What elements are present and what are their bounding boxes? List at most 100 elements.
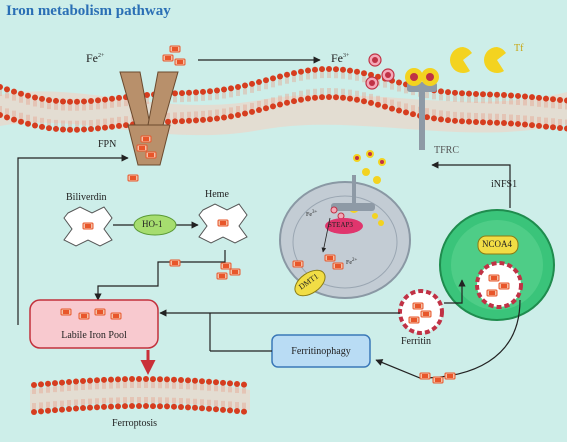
lipid-head	[304, 67, 312, 80]
infs1-label: iNFS1	[491, 179, 518, 190]
endosome	[279, 175, 411, 299]
steap3-protein	[325, 218, 363, 234]
iron-glyph	[432, 376, 444, 384]
fe2-label: Fe2+	[86, 51, 105, 65]
iron-glyph	[412, 302, 424, 310]
iron-glyph	[169, 45, 181, 53]
lipid-head	[248, 80, 256, 94]
ferritinophagy-label: Ferritinophagy	[291, 346, 351, 357]
fpn-transporter	[119, 71, 179, 166]
lipid-head	[444, 88, 452, 102]
iron-glyph	[220, 262, 232, 270]
heme-structure	[198, 203, 248, 244]
lipid-head	[269, 74, 277, 88]
iron-glyph	[127, 174, 139, 182]
lipid-head	[339, 88, 347, 102]
lipid-head	[311, 88, 319, 102]
lip-label: Labile Iron Pool	[61, 330, 127, 341]
fe3-label: Fe3+	[331, 51, 350, 65]
lipid-head	[213, 87, 221, 100]
page-title: Iron metabolism pathway	[6, 3, 171, 19]
lipid-head	[206, 87, 214, 101]
heme-label: Heme	[205, 189, 229, 200]
lipid-head	[255, 78, 263, 92]
iron-glyph	[419, 372, 431, 380]
biliverdin-structure	[63, 206, 113, 247]
lipid-head	[332, 65, 340, 79]
lipid-head	[290, 69, 298, 83]
dmt1-box	[294, 269, 326, 297]
iron-glyph	[174, 58, 186, 66]
lipid-head	[185, 89, 193, 103]
lipid-head	[437, 87, 445, 101]
lipid-head	[451, 89, 459, 103]
ferritin-label: Ferritin	[401, 336, 431, 347]
ferroptosis-label: Ferroptosis	[112, 418, 157, 429]
endosome-particles	[330, 150, 386, 226]
lipid-head	[262, 76, 270, 90]
lipid-head	[395, 79, 403, 92]
biliverdin-label: Biliverdin	[66, 192, 107, 203]
lipid-head	[171, 90, 179, 103]
iron-glyph	[162, 54, 174, 62]
iron-glyph	[110, 312, 122, 320]
ncoa4-cell	[439, 209, 555, 321]
iron-glyph	[292, 260, 304, 268]
lipid-head	[346, 67, 354, 81]
heme-to-lip-arrow	[94, 250, 226, 301]
lipid-head	[297, 68, 305, 82]
lipid-head	[311, 66, 319, 80]
lipid-head	[192, 88, 200, 102]
lipid-head	[227, 84, 235, 98]
iron-glyph	[169, 259, 181, 267]
infs1-tfrc-arrow	[431, 161, 511, 208]
lipid-head	[458, 89, 466, 103]
tfrc-label: TFRC	[434, 145, 460, 156]
iron-glyph	[94, 308, 106, 316]
iron-glyph	[60, 308, 72, 316]
lipid-head	[472, 90, 480, 104]
lipid-head	[339, 66, 347, 80]
lipid-head	[234, 83, 242, 97]
tf-label: Tf	[514, 43, 524, 54]
iron-glyph	[78, 312, 90, 320]
cell-membrane	[0, 65, 567, 136]
lip-to-fpn-arrow	[17, 154, 129, 325]
fe3-particles	[365, 53, 395, 90]
lipid-head	[479, 90, 487, 104]
iron-glyph	[408, 316, 420, 324]
transferrin-shapes	[450, 47, 506, 74]
iron-glyph	[145, 151, 157, 159]
endosome-fe2-label: Fe2+	[346, 258, 358, 266]
steap3-arrow	[321, 217, 331, 253]
lipid-head	[276, 73, 284, 86]
lipid-head	[325, 65, 333, 79]
lipid-head	[353, 68, 361, 82]
lipid-head	[325, 87, 333, 101]
fpn-label: FPN	[98, 139, 117, 150]
iron-glyph	[140, 135, 152, 143]
ho1-box	[133, 214, 177, 236]
lipid-head	[178, 89, 186, 103]
steap3-label: STEAP3	[328, 221, 353, 229]
iron-glyph	[486, 289, 498, 297]
ferritin-to-ncoa4-arrow	[444, 279, 466, 304]
lipid-head	[332, 87, 340, 101]
lipid-head	[465, 90, 473, 104]
iron-glyph	[444, 372, 456, 380]
tfrc-receptor	[405, 68, 439, 150]
lipid-head	[241, 82, 249, 95]
iron-glyph	[324, 254, 336, 262]
iron-glyph	[332, 262, 344, 270]
lipid-head	[318, 65, 326, 79]
iron-glyph	[136, 144, 148, 152]
iron-glyph	[488, 274, 500, 282]
iron-glyph	[420, 310, 432, 318]
endosome-fe3-label: Fe3+	[306, 210, 318, 218]
iron-glyph	[216, 272, 228, 280]
lipid-head	[318, 87, 326, 101]
ho1-label: HO-1	[142, 219, 163, 229]
lipid-head	[199, 88, 207, 102]
